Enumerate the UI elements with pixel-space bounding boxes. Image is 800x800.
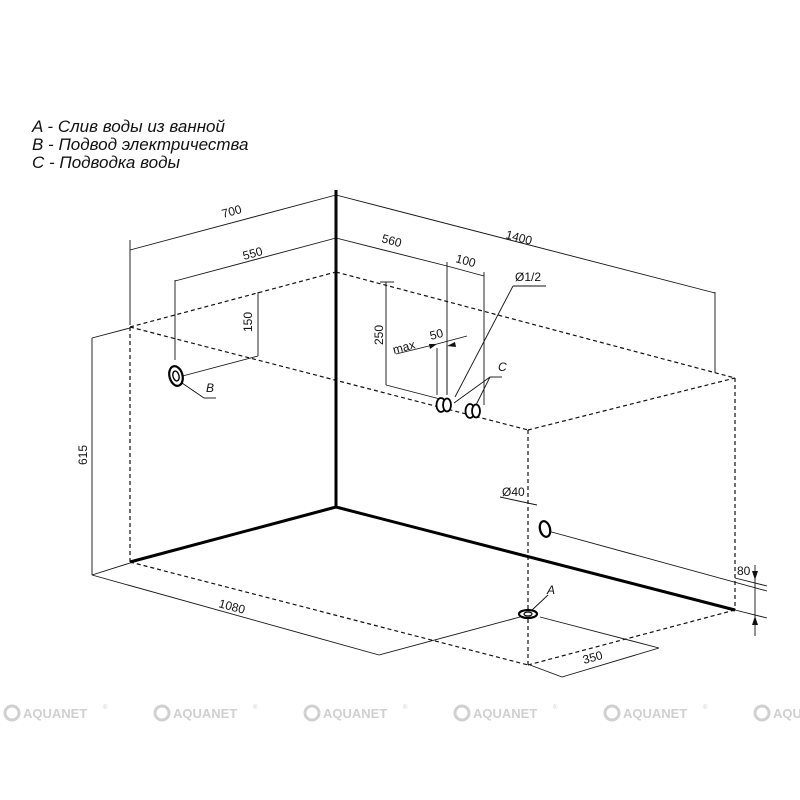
wall-edges — [129, 190, 736, 612]
aquanet-watermark: AQUANET ® — [303, 704, 408, 722]
aquanet-wordmark: AQUANET — [473, 706, 537, 721]
aquanet-registered-mark: ® — [553, 704, 558, 711]
aquanet-logo-icon — [303, 704, 321, 722]
dim-1400: 1400 — [504, 227, 534, 248]
aquanet-registered-mark: ® — [403, 704, 408, 711]
aquanet-wordmark: AQUANET — [173, 706, 237, 721]
aquanet-watermark: AQUANET® — [753, 704, 800, 722]
aquanet-wordmark: AQUANET — [23, 706, 87, 721]
aquanet-logo-icon — [603, 704, 621, 722]
dim-550: 550 — [241, 244, 264, 263]
aquanet-watermark: AQUANET ® — [153, 704, 258, 722]
dim-80: 80 — [737, 564, 751, 578]
marker-b: B — [206, 381, 214, 395]
water-inlet-c — [435, 397, 481, 419]
aquanet-logo-icon — [153, 704, 171, 722]
electric-inlet-b — [168, 365, 184, 387]
overflow-outlet — [538, 520, 552, 538]
label-pipe-diameter: Ø1/2 — [515, 270, 541, 284]
dim-350: 350 — [581, 648, 604, 667]
aquanet-registered-mark: ® — [103, 704, 108, 711]
dim-150: 150 — [241, 312, 255, 332]
aquanet-watermark: AQUANET ® — [3, 704, 108, 722]
dimension-lines — [91, 190, 768, 678]
dim-560: 560 — [380, 231, 403, 250]
aquanet-wordmark: AQUANET — [773, 706, 800, 721]
aquanet-logo-icon — [753, 704, 771, 722]
dim-max: max — [391, 338, 417, 357]
dim-100: 100 — [454, 251, 477, 270]
dimension-arrows — [429, 342, 758, 625]
dim-1080: 1080 — [217, 596, 247, 617]
bathtub-outline — [129, 271, 736, 666]
aquanet-logo-icon — [453, 704, 471, 722]
legend-drain: A - Слив воды из ванной — [32, 117, 225, 136]
aquanet-registered-mark: ® — [703, 704, 708, 711]
aquanet-logo-icon — [3, 704, 21, 722]
aquanet-watermark: AQUANET ® — [603, 704, 708, 722]
legend-water: C - Подводка воды — [32, 153, 180, 172]
dim-615: 615 — [76, 445, 90, 465]
marker-c: C — [498, 360, 507, 374]
dim-50: 50 — [428, 326, 445, 343]
watermark-row: AQUANET ® AQUANET ® AQUANET ® AQUANET ® AQUANET ®… — [3, 704, 800, 722]
drain-outlet-a — [517, 608, 539, 620]
dim-700: 700 — [220, 202, 243, 221]
marker-a: A — [546, 583, 555, 597]
legend-electric: B - Подвод электричества — [32, 135, 249, 154]
aquanet-wordmark: AQUANET — [623, 706, 687, 721]
aquanet-wordmark: AQUANET — [323, 706, 387, 721]
aquanet-registered-mark: ® — [253, 704, 258, 711]
label-drain-diameter: Ø40 — [502, 485, 525, 499]
aquanet-watermark: AQUANET ® — [453, 704, 558, 722]
dim-250: 250 — [372, 325, 386, 345]
